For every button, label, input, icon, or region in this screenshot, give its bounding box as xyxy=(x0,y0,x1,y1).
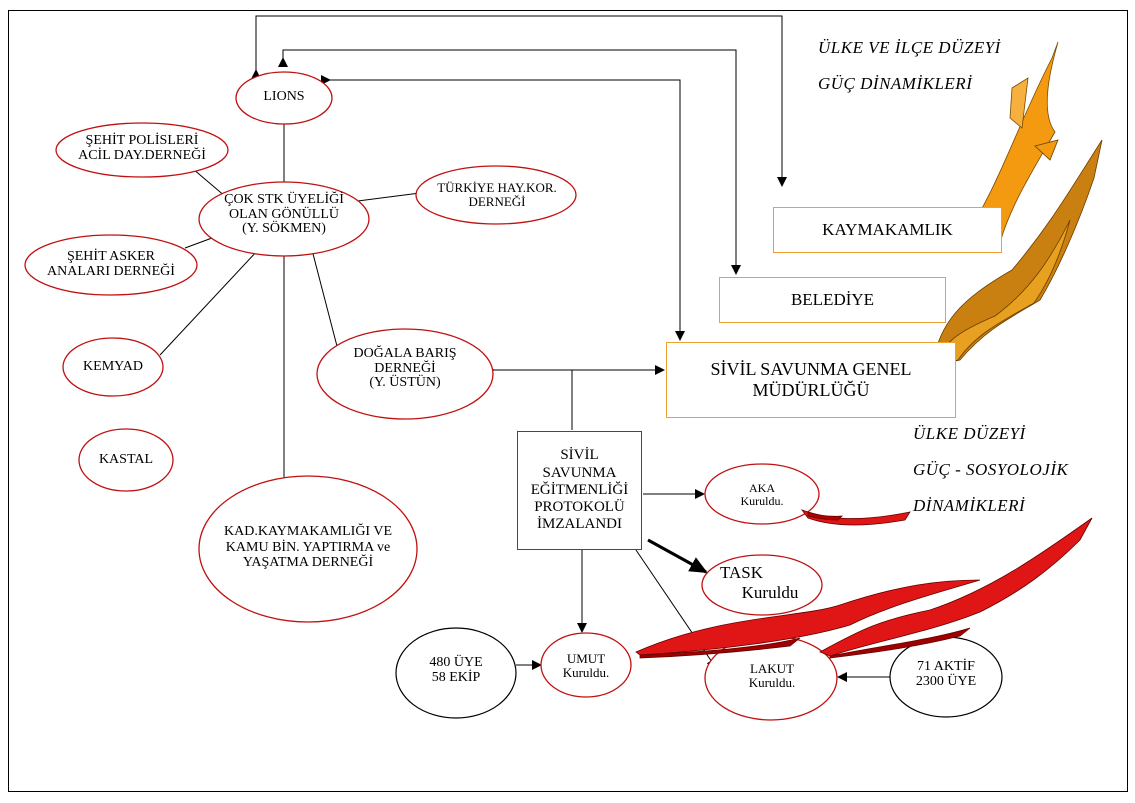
top-arrow-kaymakamlik xyxy=(251,15,787,187)
node-label: Kuruldu. xyxy=(562,664,610,680)
node-label: ŞEHİT POLİSLERİ xyxy=(85,133,199,148)
node-480-uye: 480 ÜYE 58 EKİP xyxy=(398,655,514,685)
node-label: Kuruldu. xyxy=(740,493,784,508)
node-sivil-savunma-genel: SİVİL SAVUNMA GENEL MÜDÜRLÜĞÜ xyxy=(666,342,956,418)
dogala-sivil-arrow xyxy=(485,365,665,430)
node-sehit-polisleri: ŞEHİT POLİSLERİ ACİL DAY.DERNEĞİ xyxy=(56,133,228,163)
node-aka: AKA Kuruldu. xyxy=(708,482,816,507)
node-label: BELEDİYE xyxy=(790,290,875,309)
node-kaymakamlik: KAYMAKAMLIK xyxy=(773,207,1002,253)
heading-line: ÜLKE DÜZEYİ xyxy=(913,424,1026,443)
node-belediye: BELEDİYE xyxy=(719,277,946,323)
top-arrow-belediye xyxy=(278,49,741,275)
node-lakut: LAKUT Kuruldu. xyxy=(716,662,828,689)
heading-line: GÜÇ DİNAMİKLERİ xyxy=(818,74,973,93)
node-label: EĞİTMENLİĞİ xyxy=(530,481,629,498)
node-label: SİVİL SAVUNMA GENEL xyxy=(710,359,912,379)
node-label: ANALARI DERNEĞİ xyxy=(47,263,175,279)
node-kastal: KASTAL xyxy=(79,452,173,468)
heading-line: DİNAMİKLERİ xyxy=(913,496,1026,515)
node-dogala-baris: DOĞALA BARIŞ DERNEĞİ (Y. ÜSTÜN) xyxy=(317,346,493,391)
node-label: (Y. ÜSTÜN) xyxy=(369,375,441,391)
node-label: 480 ÜYE xyxy=(429,655,483,670)
node-label: ÇOK STK ÜYELİĞİ xyxy=(224,192,344,207)
node-label: KEMYAD xyxy=(83,359,143,374)
node-label: KAYMAKAMLIK xyxy=(822,220,953,239)
node-turkiye-hay-kor: TÜRKİYE HAY.KOR. DERNEĞİ xyxy=(418,181,576,208)
node-label: KAD.KAYMAKAMLIĞI VE xyxy=(224,524,392,539)
node-label: 2300 ÜYE xyxy=(915,673,977,689)
volunteer-links xyxy=(159,115,421,500)
node-label: DOĞALA BARIŞ xyxy=(353,346,457,361)
heading-country-sociological: ÜLKE DÜZEYİ GÜÇ - SOSYOLOJİK DİNAMİKLERİ xyxy=(913,424,1068,516)
node-label: PROTOKOLÜ xyxy=(534,499,625,516)
node-sehit-asker: ŞEHİT ASKER ANALARI DERNEĞİ xyxy=(25,249,197,279)
node-label: 71 AKTİF xyxy=(917,659,975,674)
node-label: (Y. SÖKMEN) xyxy=(242,221,326,237)
node-label: DERNEĞİ xyxy=(374,360,436,376)
node-label: KASTAL xyxy=(98,452,154,467)
node-label: Kuruldu xyxy=(741,583,799,603)
node-label: TASK xyxy=(720,563,764,582)
red-curved-arrow-lakut xyxy=(819,517,1093,659)
node-label: Kuruldu. xyxy=(748,674,796,690)
protocol-arrows xyxy=(516,489,890,682)
node-label: UMUT xyxy=(566,651,606,666)
node-label: SAVUNMA xyxy=(542,464,617,481)
node-label: 58 EKİP xyxy=(431,669,481,685)
red-curved-arrow-umut xyxy=(635,579,981,659)
node-kemyad: KEMYAD xyxy=(63,359,163,375)
node-task: TASK Kuruldu xyxy=(708,563,818,604)
heading-line: ÜLKE VE İLÇE DÜZEYİ xyxy=(818,38,1001,57)
top-arrow-sivil-savunma xyxy=(321,75,685,341)
node-protocol-signed: SİVİL SAVUNMA EĞİTMENLİĞİ PROTOKOLÜ İMZA… xyxy=(517,431,642,550)
node-label: SİVİL xyxy=(560,447,599,464)
node-label: İMZALANDI xyxy=(537,516,622,533)
red-curved-arrow-aka xyxy=(800,509,911,526)
node-label: ACİL DAY.DERNEĞİ xyxy=(78,147,206,163)
node-label: AKA xyxy=(749,481,775,495)
node-label: MÜDÜRLÜĞÜ xyxy=(752,380,870,400)
node-umut: UMUT Kuruldu. xyxy=(540,652,632,679)
node-cok-stk-gonullu: ÇOK STK ÜYELİĞİ OLAN GÖNÜLLÜ (Y. SÖKMEN) xyxy=(199,192,369,237)
node-label: ŞEHİT ASKER xyxy=(66,249,156,264)
node-label: LIONS xyxy=(263,89,305,104)
node-kad-kaymakamligi: KAD.KAYMAKAMLIĞI VE KAMU BİN. YAPTIRMA v… xyxy=(199,524,417,571)
node-label: DERNEĞİ xyxy=(468,193,526,209)
heading-country-district: ÜLKE VE İLÇE DÜZEYİ GÜÇ DİNAMİKLERİ xyxy=(818,38,1001,94)
node-label: YAŞATMA DERNEĞİ xyxy=(242,555,374,571)
node-label: LAKUT xyxy=(749,661,795,676)
node-label: KAMU BİN. YAPTIRMA ve xyxy=(225,539,391,555)
ellipse-shapes xyxy=(24,71,1003,721)
node-label: TÜRKİYE HAY.KOR. xyxy=(437,180,557,195)
node-label: OLAN GÖNÜLLÜ xyxy=(228,206,340,222)
heading-line: GÜÇ - SOSYOLOJİK xyxy=(913,460,1069,479)
diagram-frame xyxy=(8,10,1128,792)
node-lions: LIONS xyxy=(236,89,332,105)
node-71-aktif: 71 AKTİF 2300 ÜYE xyxy=(890,659,1002,689)
